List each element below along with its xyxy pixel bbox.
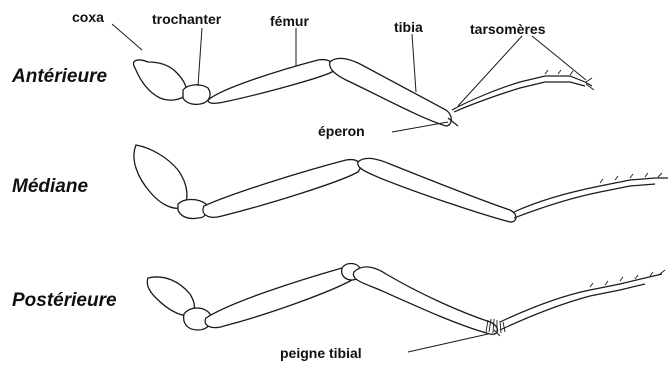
anterior-trochanter [183,85,210,105]
anterior-tarsus-lower [454,82,585,112]
anterior-femur [208,60,333,104]
posterior-tibia [353,267,497,334]
leader-tarsomeres-left [458,36,522,106]
anterior-coxa [133,60,186,100]
leader-trochanter [198,28,202,86]
anterior-tibia [330,58,452,126]
label-tarsomeres: tarsomères [470,21,546,37]
median-leg [134,145,668,222]
leader-peigne-tibial [408,334,488,352]
posterior-femur [205,268,354,328]
label-peigne-tibial: peigne tibial [280,345,362,361]
leader-eperon [392,122,448,132]
label-coxa: coxa [72,9,104,25]
median-tibia [358,158,516,222]
leader-tibia [412,34,416,92]
posterior-tarsus-spines [590,270,665,287]
leader-coxa [112,24,142,50]
anterior-tarsus-spines [545,70,594,90]
label-trochanter: trochanter [152,11,222,27]
label-eperon: éperon [318,123,365,139]
row-label-anterior: Antérieure [11,66,107,87]
label-femur: fémur [270,13,309,29]
row-label-posterior: Postérieure [12,290,117,311]
median-femur [203,160,360,218]
median-tarsus [514,178,668,212]
anterior-leg [133,58,594,126]
label-tibia: tibia [394,19,423,35]
row-label-median: Médiane [12,176,88,197]
posterior-leg [147,264,665,337]
anterior-tarsus [452,76,592,110]
median-coxa [134,145,187,208]
posterior-tarsus-lower [500,284,645,330]
